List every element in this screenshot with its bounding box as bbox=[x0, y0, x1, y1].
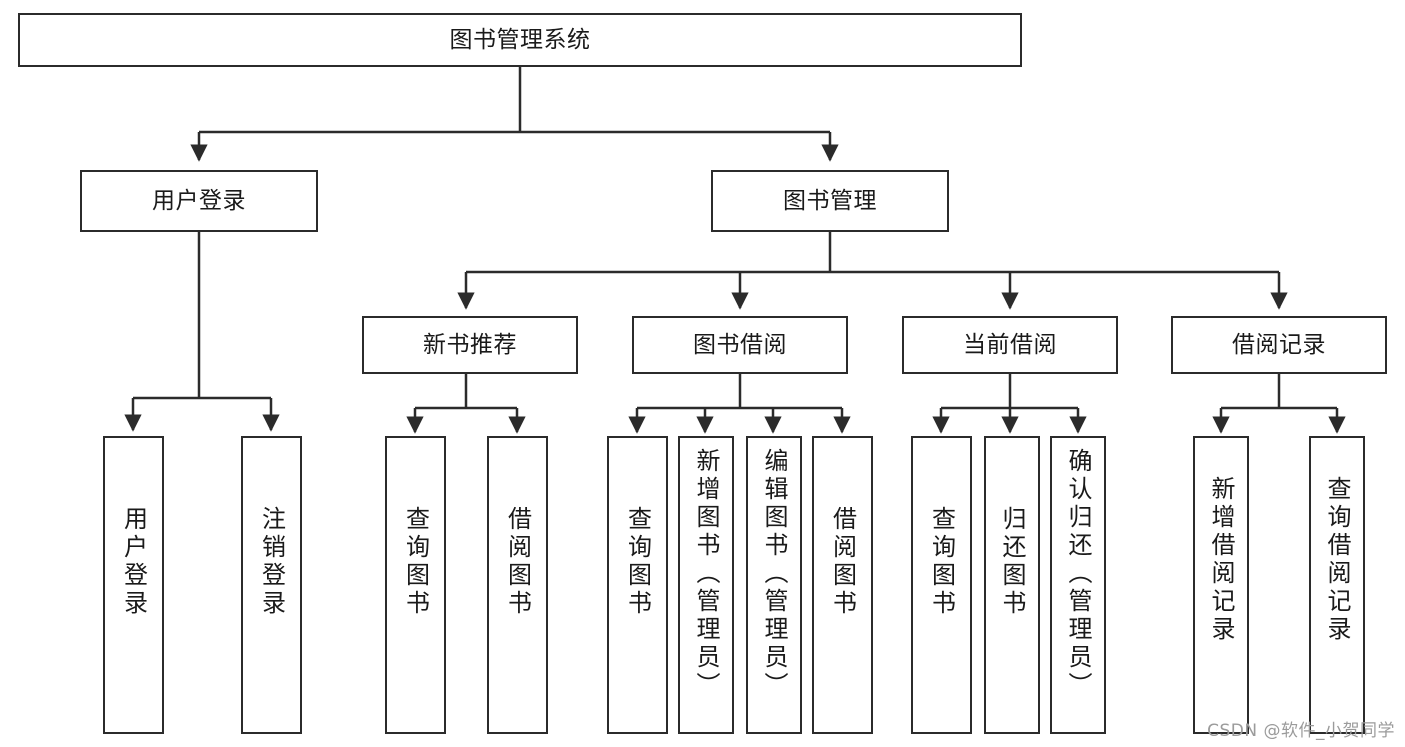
node-leaf-borrow-book-borrow[interactable]: 借阅图书 bbox=[812, 436, 873, 734]
node-leaf-add-book-admin-label: 新增图书（管理员） bbox=[692, 448, 720, 700]
node-leaf-edit-book-admin-label: 编辑图书（管理员） bbox=[760, 448, 788, 700]
node-leaf-add-book-admin[interactable]: 新增图书（管理员） bbox=[678, 436, 734, 734]
node-leaf-confirm-return-admin[interactable]: 确认归还（管理员） bbox=[1050, 436, 1106, 734]
node-leaf-return-book[interactable]: 归还图书 bbox=[984, 436, 1040, 734]
node-leaf-borrow-book-recommend-label: 借阅图书 bbox=[503, 506, 532, 618]
csdn-watermark: CSDN @软件_小贺同学 bbox=[1207, 721, 1395, 741]
node-borrow-record[interactable]: 借阅记录 bbox=[1171, 316, 1387, 374]
node-leaf-logout-label: 注销登录 bbox=[257, 506, 286, 618]
node-book-borrow-label: 图书借阅 bbox=[693, 331, 787, 358]
node-leaf-borrow-book-recommend[interactable]: 借阅图书 bbox=[487, 436, 548, 734]
node-borrow-record-label: 借阅记录 bbox=[1232, 331, 1326, 358]
node-book-management-label: 图书管理 bbox=[783, 187, 877, 214]
node-current-borrow[interactable]: 当前借阅 bbox=[902, 316, 1118, 374]
node-new-book-recommend-label: 新书推荐 bbox=[423, 331, 517, 358]
node-leaf-query-borrow-record-label: 查询借阅记录 bbox=[1323, 476, 1351, 644]
node-leaf-confirm-return-admin-label: 确认归还（管理员） bbox=[1064, 448, 1092, 700]
node-leaf-query-book-recommend-label: 查询图书 bbox=[401, 506, 430, 618]
node-leaf-query-book-borrow[interactable]: 查询图书 bbox=[607, 436, 668, 734]
node-new-book-recommend[interactable]: 新书推荐 bbox=[362, 316, 578, 374]
node-root-label: 图书管理系统 bbox=[449, 26, 591, 53]
node-leaf-query-book-recommend[interactable]: 查询图书 bbox=[385, 436, 446, 734]
node-leaf-logout[interactable]: 注销登录 bbox=[241, 436, 302, 734]
node-leaf-add-borrow-record-label: 新增借阅记录 bbox=[1207, 476, 1235, 644]
node-leaf-query-book-current[interactable]: 查询图书 bbox=[911, 436, 972, 734]
node-leaf-user-login[interactable]: 用户登录 bbox=[103, 436, 164, 734]
node-leaf-user-login-label: 用户登录 bbox=[119, 506, 148, 618]
node-book-borrow[interactable]: 图书借阅 bbox=[632, 316, 848, 374]
node-leaf-borrow-book-borrow-label: 借阅图书 bbox=[828, 506, 857, 618]
node-root[interactable]: 图书管理系统 bbox=[18, 13, 1022, 67]
node-leaf-query-book-borrow-label: 查询图书 bbox=[623, 506, 652, 618]
node-leaf-return-book-label: 归还图书 bbox=[998, 506, 1026, 618]
node-user-login[interactable]: 用户登录 bbox=[80, 170, 318, 232]
node-leaf-edit-book-admin[interactable]: 编辑图书（管理员） bbox=[746, 436, 802, 734]
node-leaf-add-borrow-record[interactable]: 新增借阅记录 bbox=[1193, 436, 1249, 734]
node-book-management[interactable]: 图书管理 bbox=[711, 170, 949, 232]
node-leaf-query-book-current-label: 查询图书 bbox=[927, 506, 956, 618]
node-user-login-label: 用户登录 bbox=[152, 187, 246, 214]
node-current-borrow-label: 当前借阅 bbox=[963, 331, 1057, 358]
node-leaf-query-borrow-record[interactable]: 查询借阅记录 bbox=[1309, 436, 1365, 734]
